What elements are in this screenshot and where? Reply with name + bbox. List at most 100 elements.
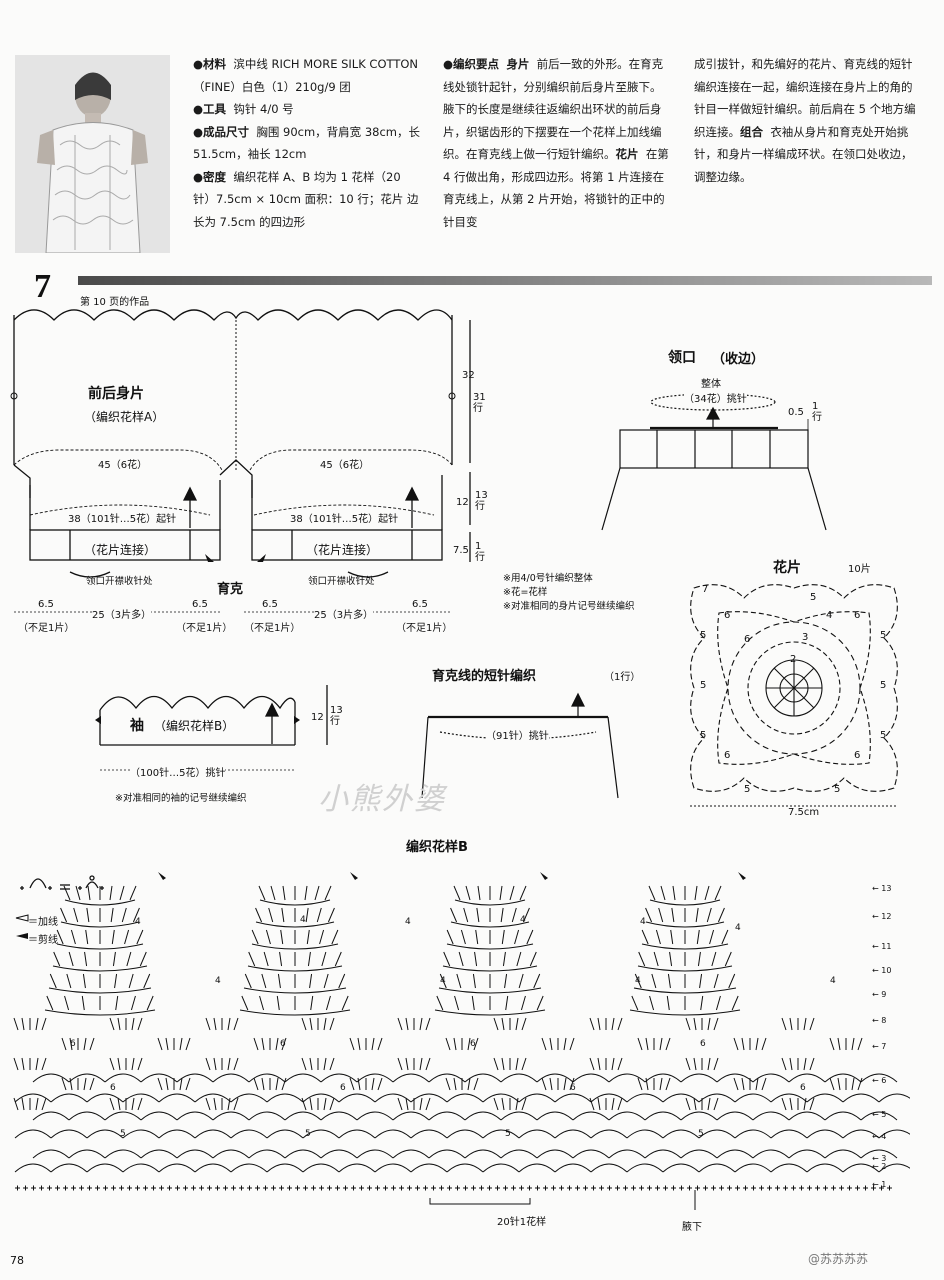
sleeve-rows: 13行 <box>330 705 343 727</box>
collar-dim: 0.5 <box>788 407 804 418</box>
collar-sub: （收边） <box>712 352 765 367</box>
svg-text:4: 4 <box>735 923 741 933</box>
section-header-bar <box>78 276 932 285</box>
bottom-dim-3: 6.5 <box>192 599 208 610</box>
row-number: ← 12 <box>872 912 892 921</box>
tools-text: 钩针 4/0 号 <box>233 102 294 116</box>
svg-text:4: 4 <box>830 976 836 986</box>
row-number: ← 8 <box>872 1016 887 1025</box>
note-2: ※花=花样 <box>503 587 548 598</box>
svg-text:4: 4 <box>635 976 641 986</box>
row-number: ← 9 <box>872 990 887 999</box>
body-diagram <box>10 309 471 613</box>
sleeve-title: 袖 <box>130 718 144 734</box>
repeat-label: 20针1花样 <box>497 1217 547 1228</box>
svg-text:5: 5 <box>700 730 706 741</box>
points-motif-label: 花片 <box>615 147 639 161</box>
collar-title: 领口 <box>668 350 696 366</box>
svg-text:4: 4 <box>640 917 646 927</box>
sleeve-dim: 12 <box>311 712 324 723</box>
motif-title: 花片 <box>773 560 801 576</box>
svg-text:5: 5 <box>744 784 750 795</box>
cast-on-right: 38（101针…5花）起针 <box>290 510 399 525</box>
row-number: ← 1 <box>872 1180 887 1189</box>
page-number: 78 <box>10 1254 24 1267</box>
dim-7-5: 7.5 <box>453 545 469 556</box>
neck-dec-right: 领口开襟收针处 <box>308 576 375 587</box>
dim-32: 32 <box>462 370 475 381</box>
row-number: ← 10 <box>872 966 892 975</box>
svg-text:5: 5 <box>700 680 706 691</box>
dim-1-row: 1行 <box>475 541 485 563</box>
collar-diagram <box>601 393 827 531</box>
svg-text:4: 4 <box>405 917 411 927</box>
svg-text:7: 7 <box>702 584 708 595</box>
assembly-label: 组合 <box>740 124 763 139</box>
legend-cut: ＝剪线 <box>28 935 58 946</box>
svg-text:6: 6 <box>570 1083 576 1093</box>
row-number: ← 6 <box>872 1076 887 1085</box>
sleeve-pick: （100针…5花）挑针 <box>130 764 226 779</box>
bottom-dim-2: 25（3片多） <box>92 606 152 621</box>
svg-text:3: 3 <box>802 632 808 643</box>
svg-text:5: 5 <box>700 630 706 641</box>
svg-text:6: 6 <box>800 1083 806 1093</box>
bottom-dim-4: 6.5 <box>262 599 278 610</box>
body-pattern: （编织花样A） <box>84 410 165 424</box>
watermark: 小熊外婆 <box>318 782 446 817</box>
svg-text:6: 6 <box>110 1083 116 1093</box>
yoke-sc-rows: （1行） <box>604 672 641 683</box>
svg-text:5: 5 <box>880 630 886 641</box>
points-body-label: 身片 <box>506 57 530 71</box>
svg-text:6: 6 <box>340 1083 346 1093</box>
points-body-text: 前后一致的外形。在育克线处锁针起针，分别编织前后身片至腋下。腋下的长度是继续往返… <box>443 57 664 161</box>
model-photo <box>15 55 170 253</box>
svg-text:6: 6 <box>854 610 860 621</box>
weibo-credit: @苏苏苏苏 <box>808 1252 869 1266</box>
svg-text:5: 5 <box>305 1129 311 1139</box>
collar-pick: （34花）挑针 <box>684 390 747 405</box>
row-number: ← 5 <box>872 1110 887 1119</box>
tools-label: ●工具 <box>193 102 227 116</box>
yoke-sc-pick: （91针）挑针 <box>486 727 549 742</box>
sleeve-note: ※对准相同的袖的记号继续编织 <box>115 793 247 804</box>
gauge-label: ●密度 <box>193 169 227 184</box>
note-3: ※对准相同的身片记号继续编织 <box>503 601 635 612</box>
bottom-dim-1-note: （不足1片） <box>18 623 75 634</box>
svg-text:4: 4 <box>215 976 221 986</box>
svg-text:6: 6 <box>854 750 860 761</box>
body-title: 前后身片 <box>88 386 144 402</box>
svg-text:5: 5 <box>505 1129 511 1139</box>
width-label-left: 45（6花） <box>98 456 148 471</box>
width-label-right: 45（6花） <box>320 456 370 471</box>
svg-text:4: 4 <box>826 610 832 621</box>
underarm-label: 腋下 <box>682 1222 702 1233</box>
yoke-sc-diagram <box>421 692 619 799</box>
dim-12: 12 <box>456 497 469 508</box>
cast-on-left: 38（101针…5花）起针 <box>68 510 177 525</box>
motif-join-right: （花片连接） <box>306 543 379 557</box>
legend-arrows <box>15 914 29 939</box>
svg-text:6: 6 <box>280 1039 286 1049</box>
continued-text: 成引拔针，和先编好的花片、育克线的短针编织连接在一起，编织连接在身片上的角的针目… <box>694 57 916 139</box>
yoke-sc-title: 育克线的短针编织 <box>432 669 537 684</box>
dim-13-rows: 13行 <box>475 490 488 512</box>
size-text: 胸围 90cm，背肩宽 38cm，长 51.5cm，袖长 12cm <box>193 124 420 162</box>
materials-label: ●材料 <box>193 57 227 71</box>
svg-text:5: 5 <box>120 1129 126 1139</box>
points-column: ●编织要点 身片 前后一致的外形。在育克线处锁针起针，分别编织前后身片至腋下。腋… <box>443 53 671 233</box>
gauge-text: 编织花样 A、B 均为 1 花样（20 针）7.5cm × 10cm 面积：10… <box>193 169 419 229</box>
motif-join-left: （花片连接） <box>84 543 157 557</box>
sleeve-pattern: （编织花样B） <box>154 719 235 733</box>
points-motif-text: 在第 4 行做出角，形成四边形。将第 1 片连接在育克线上，从第 2 片开始，将… <box>443 147 669 229</box>
svg-text:6: 6 <box>724 750 730 761</box>
bottom-dim-6-note: （不足1片） <box>396 623 453 634</box>
materials-column: ●材料 滨中线 RICH MORE SILK COTTON（FINE）白色（1）… <box>193 53 421 233</box>
section-number: 7 <box>34 268 51 305</box>
size-label: ●成品尺寸 <box>193 124 250 139</box>
motif-count: 10片 <box>848 564 871 575</box>
row-number: ← 4 <box>872 1132 887 1141</box>
svg-text:6: 6 <box>700 1039 706 1049</box>
